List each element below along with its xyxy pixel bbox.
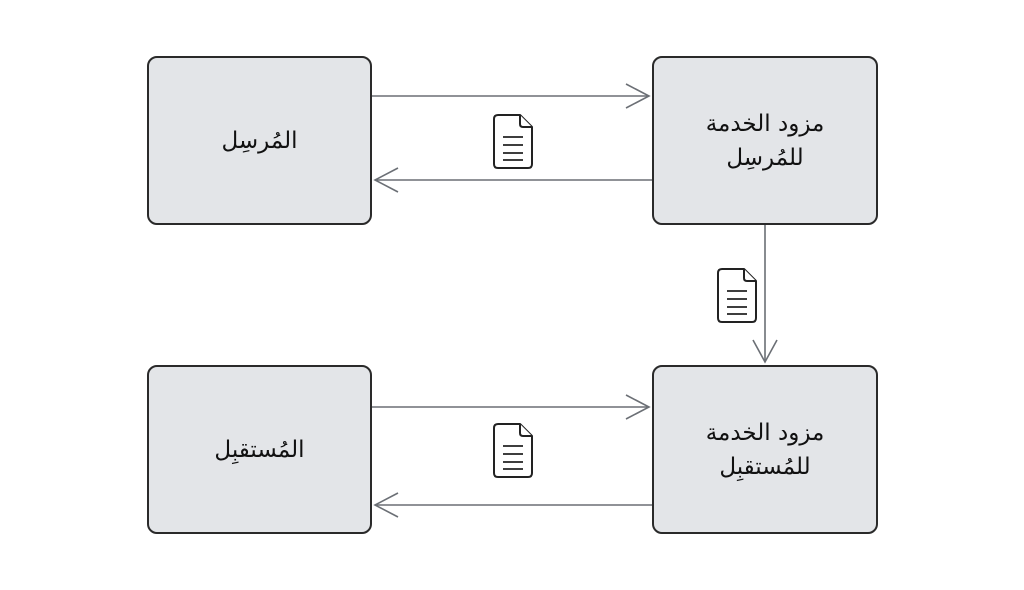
sender-provider-node: مزود الخدمة للمُرسِل [652,56,878,225]
edge-sender-to-sender-provider [372,83,651,109]
document-icon [493,114,533,169]
receiver-node: المُستقبِل [147,365,372,534]
edge-sender-provider-to-receiver-provider [752,225,778,364]
document-icon [717,268,757,323]
sender-node: المُرسِل [147,56,372,225]
edge-sender-provider-to-sender [373,167,652,193]
receiver-provider-node: مزود الخدمة للمُستقبِل [652,365,878,534]
edge-receiver-provider-to-receiver [373,492,652,518]
receiver-provider-label: مزود الخدمة للمُستقبِل [705,419,825,480]
document-icon [493,423,533,478]
edge-receiver-to-receiver-provider [372,394,651,420]
sender-provider-label: مزود الخدمة للمُرسِل [705,110,825,171]
receiver-label: المُستقبِل [214,436,305,463]
sender-label: المُرسِل [221,127,298,154]
